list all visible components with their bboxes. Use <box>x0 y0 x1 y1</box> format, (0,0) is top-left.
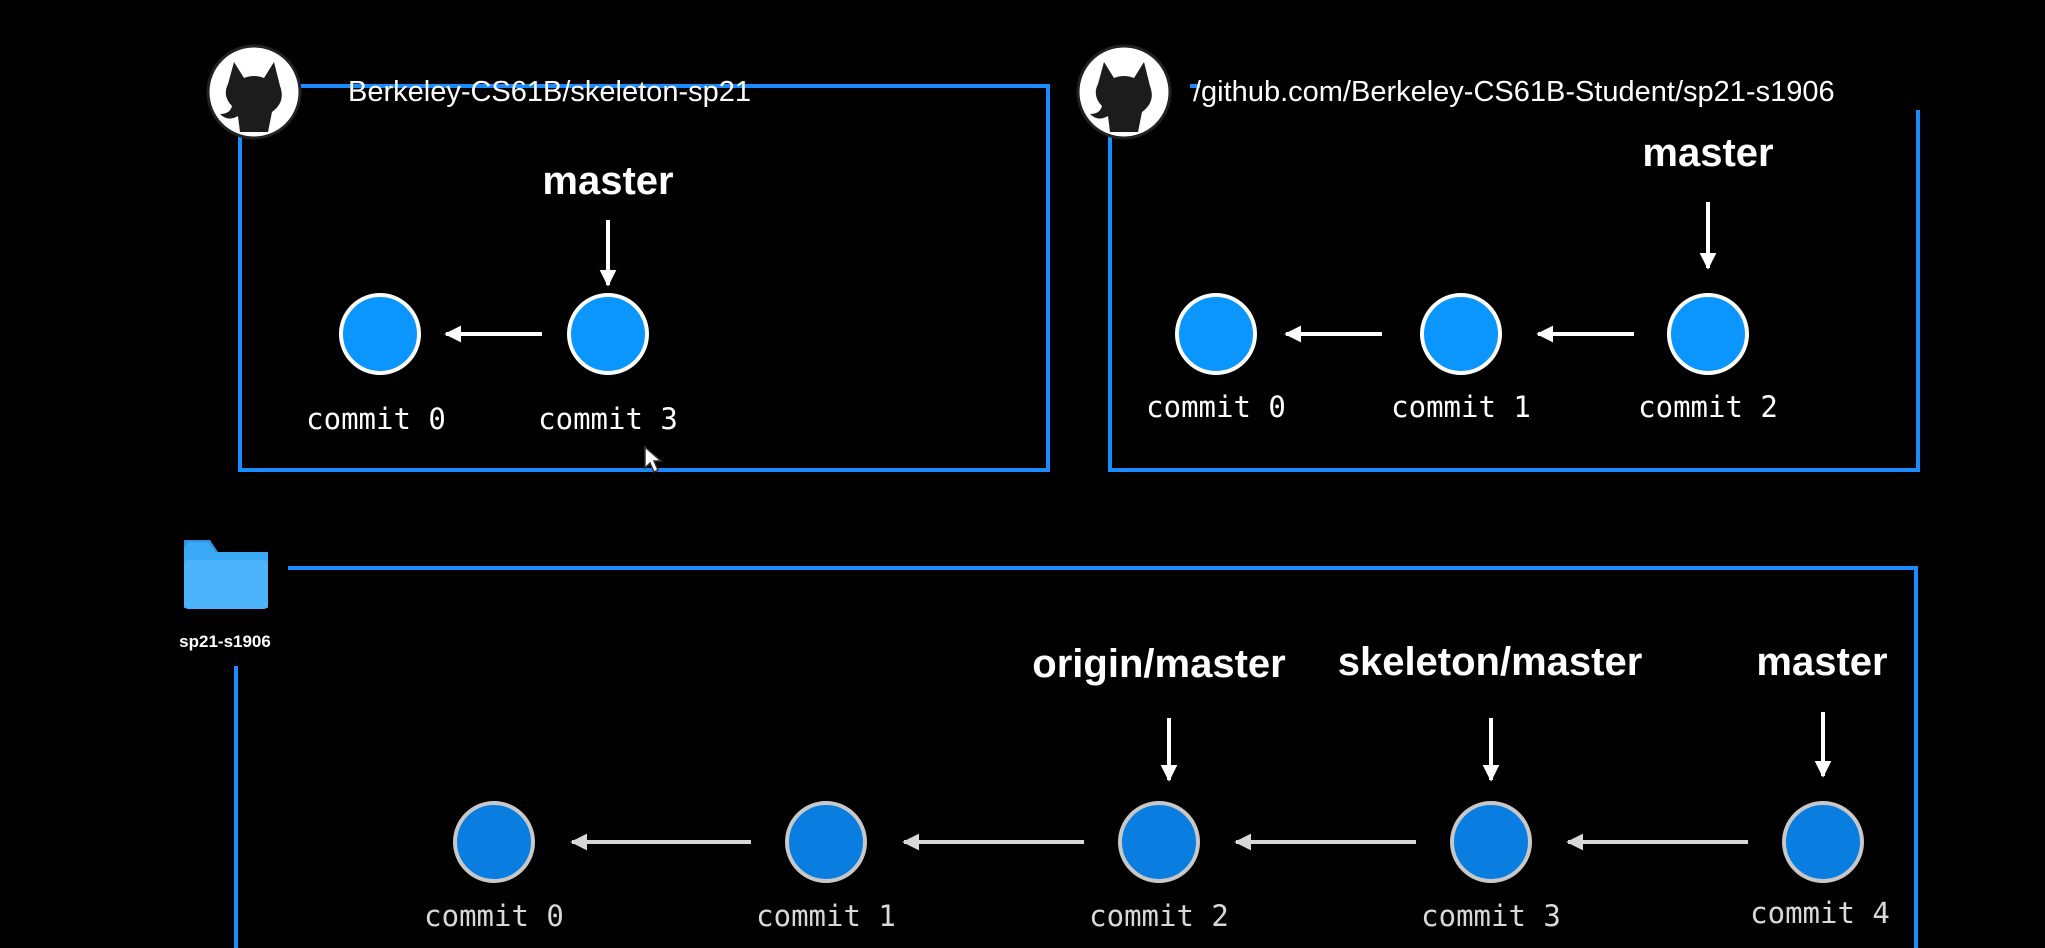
commit-label: commit 3 <box>538 402 678 436</box>
branch-label-master: master <box>542 159 673 203</box>
commit-label: commit 1 <box>756 899 896 933</box>
commit-node <box>453 801 535 883</box>
commit-node <box>1782 801 1864 883</box>
commit-label: commit 2 <box>1089 899 1229 933</box>
folder-icon <box>184 540 268 616</box>
commit-label: commit 2 <box>1638 390 1778 424</box>
github-icon <box>206 44 302 140</box>
remote-skeleton-frame <box>238 84 1050 472</box>
commit-node <box>1175 293 1257 375</box>
branch-label-master: master <box>1642 131 1773 175</box>
commit-node <box>1667 293 1749 375</box>
commit-node <box>1420 293 1502 375</box>
commit-node <box>1118 801 1200 883</box>
remote-skeleton-panel: Berkeley-CS61B/skeleton-sp21 master comm… <box>206 44 1050 474</box>
remote-origin-frame <box>1108 110 1920 472</box>
remote-origin-title: /github.com/Berkeley-CS61B-Student/sp21-… <box>1193 76 1835 108</box>
pointer-label-master: master <box>1756 640 1887 684</box>
mouse-cursor-icon <box>644 445 663 474</box>
commit-label: commit 3 <box>1421 899 1561 933</box>
pointer-label-skeleton-master: skeleton/master <box>1338 640 1643 684</box>
commit-node <box>339 293 421 375</box>
commit-node <box>785 801 867 883</box>
local-repo-panel: sp21-s1906 origin/master skeleton/master… <box>179 540 1918 948</box>
commit-node <box>567 293 649 375</box>
commit-label: commit 0 <box>424 899 564 933</box>
folder-label: sp21-s1906 <box>179 632 271 651</box>
commit-label: commit 0 <box>1146 390 1286 424</box>
commit-label: commit 4 <box>1750 896 1890 930</box>
commit-label: commit 1 <box>1391 390 1531 424</box>
pointer-label-origin-master: origin/master <box>1032 642 1285 686</box>
commit-node <box>1450 801 1532 883</box>
commit-label: commit 0 <box>306 402 446 436</box>
github-icon <box>1076 44 1172 140</box>
remote-origin-panel: /github.com/Berkeley-CS61B-Student/sp21-… <box>1076 44 1920 472</box>
remote-skeleton-title: Berkeley-CS61B/skeleton-sp21 <box>348 76 751 108</box>
local-repo-frame <box>288 566 1918 948</box>
